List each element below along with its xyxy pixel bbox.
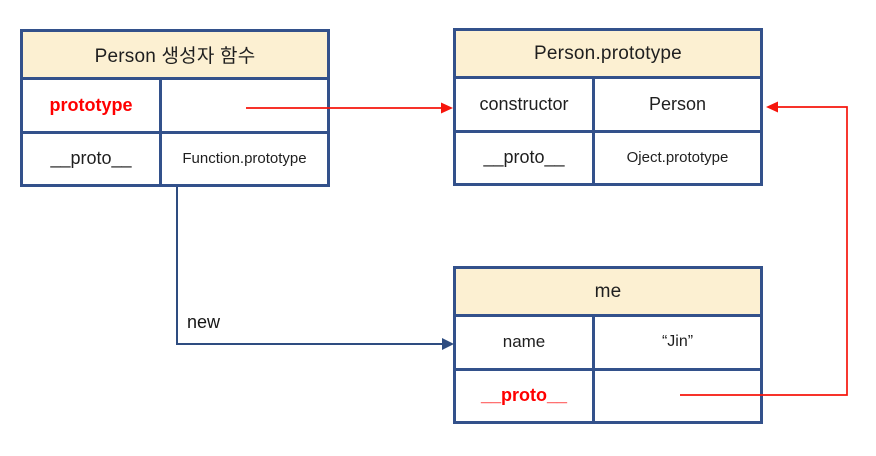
cell-proto-value <box>595 371 760 422</box>
table-person-prototype-title: Person.prototype <box>456 31 760 79</box>
cell-proto-key: __proto__ <box>456 370 595 421</box>
cell-proto-value: Function.prototype <box>182 150 307 168</box>
cell-proto-value: Oject.prototype <box>626 149 729 167</box>
table-row: prototype <box>23 80 327 134</box>
table-row: constructor Person <box>456 79 760 133</box>
cell-prototype-value <box>162 80 327 131</box>
cell-name-value: “Jin” <box>661 333 694 351</box>
table-row: __proto__ Oject.prototype <box>456 132 760 183</box>
cell-proto-key: __proto__ <box>456 132 595 183</box>
cell-prototype-key: prototype <box>23 80 162 131</box>
cell-constructor-key: constructor <box>456 79 595 130</box>
table-person-prototype: Person.prototype constructor Person __pr… <box>453 28 763 186</box>
table-person-constructor-title: Person 생성자 함수 <box>23 32 327 80</box>
table-row: __proto__ Function.prototype <box>23 133 327 184</box>
table-row: name “Jin” <box>456 317 760 371</box>
new-keyword-label: new <box>187 312 221 332</box>
cell-constructor-value: Person <box>648 93 707 114</box>
cell-proto-key: __proto__ <box>23 133 162 184</box>
table-me-title: me <box>456 269 760 317</box>
table-me: me name “Jin” __proto__ <box>453 266 763 424</box>
table-row: __proto__ <box>456 370 760 422</box>
table-person-constructor: Person 생성자 함수 prototype __proto__ Functi… <box>20 29 330 187</box>
cell-name-key: name <box>456 317 595 368</box>
